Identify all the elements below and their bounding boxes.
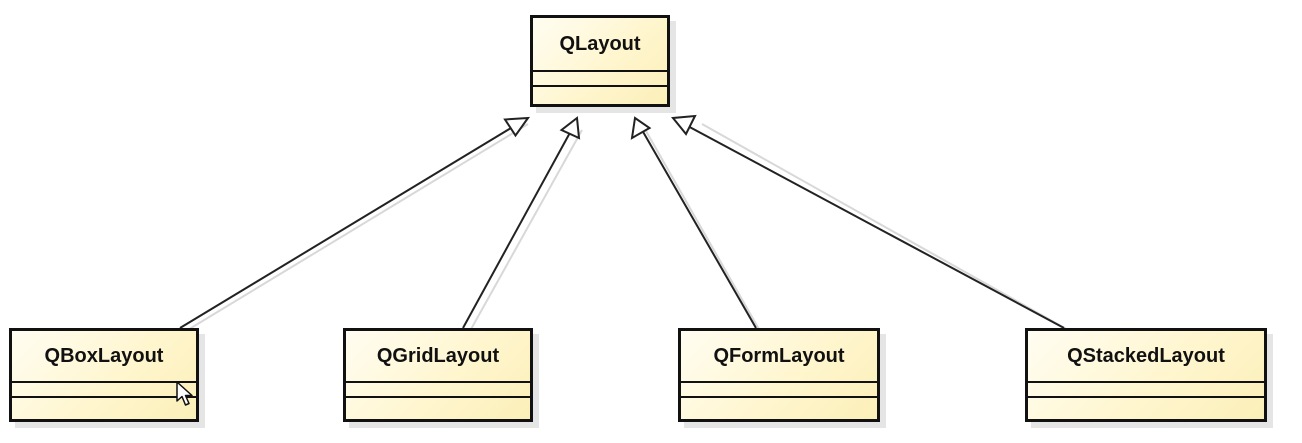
class-qboxlayout[interactable]: QBoxLayout [9, 328, 199, 422]
attributes-compartment [533, 72, 667, 87]
operations-compartment [533, 87, 667, 104]
edge-shadows [185, 123, 1071, 332]
class-name: QStackedLayout [1028, 331, 1264, 383]
edge-qboxlayout-to-qlayout [179, 116, 531, 329]
class-qgridlayout[interactable]: QGridLayout [343, 328, 533, 422]
class-qstackedlayout[interactable]: QStackedLayout [1025, 328, 1267, 422]
generalization-arrowhead-icon [503, 116, 531, 138]
mouse-pointer-icon [176, 381, 193, 406]
generalization-arrowhead-icon [671, 114, 697, 136]
operations-compartment [12, 398, 196, 419]
generalization-arrowhead-icon [630, 116, 652, 140]
operations-compartment [1028, 398, 1264, 419]
edge-qgridlayout-to-qlayout [462, 116, 581, 329]
attributes-compartment [346, 383, 530, 398]
edge-qstackedlayout-to-qlayout [671, 114, 1065, 329]
generalization-arrowhead-icon [559, 116, 581, 140]
class-qformlayout[interactable]: QFormLayout [678, 328, 880, 422]
class-qlayout[interactable]: QLayout [530, 15, 670, 107]
edge-qformlayout-to-qlayout [630, 116, 757, 329]
class-name: QFormLayout [681, 331, 877, 383]
operations-compartment [681, 398, 877, 419]
operations-compartment [346, 398, 530, 419]
class-name: QGridLayout [346, 331, 530, 383]
attributes-compartment [1028, 383, 1264, 398]
attributes-compartment [681, 383, 877, 398]
class-name: QBoxLayout [12, 331, 196, 383]
attributes-compartment [12, 383, 196, 398]
class-name: QLayout [533, 18, 667, 72]
